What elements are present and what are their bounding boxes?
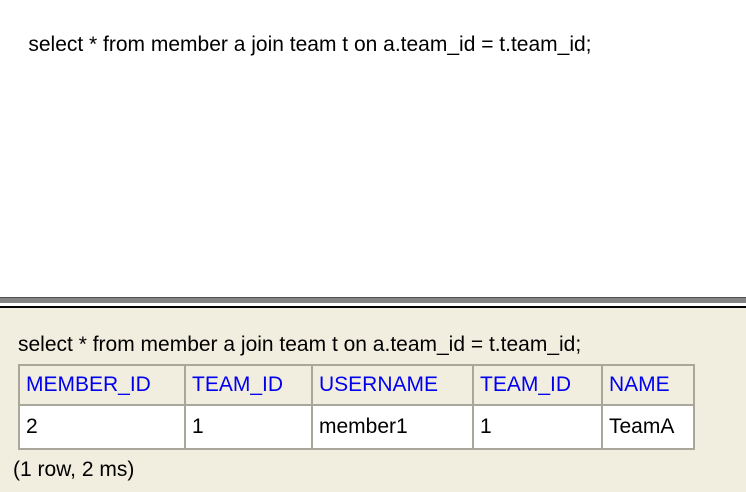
column-header: MEMBER_ID xyxy=(18,364,186,406)
column-header: NAME xyxy=(601,364,695,406)
table-cell: 1 xyxy=(472,404,603,450)
executed-query-echo: select * from member a join team t on a.… xyxy=(18,333,582,356)
table-cell: member1 xyxy=(311,404,474,450)
sql-query-text: select * from member a join team t on a.… xyxy=(28,33,592,56)
frame-splitter-handle[interactable] xyxy=(0,297,746,303)
column-header: TEAM_ID xyxy=(472,364,603,406)
column-header: USERNAME xyxy=(311,364,474,406)
column-header: TEAM_ID xyxy=(184,364,313,406)
query-result-panel: select * from member a join team t on a.… xyxy=(0,306,746,492)
row-count-status: (1 row, 2 ms) xyxy=(13,458,135,481)
table-cell: 2 xyxy=(18,404,186,450)
table-cell: 1 xyxy=(184,404,313,450)
sql-query-editor[interactable]: select * from member a join team t on a.… xyxy=(0,0,746,297)
table-cell: TeamA xyxy=(601,404,695,450)
